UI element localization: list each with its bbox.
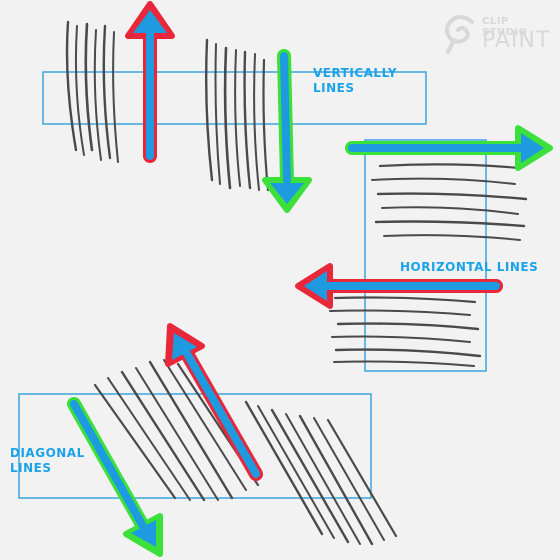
horizontal-right-arrow (345, 125, 553, 171)
vertical-up-arrow (125, 1, 175, 163)
diagonal-down-arrow (67, 397, 163, 557)
horizontal-left-arrow (295, 263, 503, 309)
vertical-strokes-left (65, 20, 119, 163)
logo-text-top: CLIP STUDIO (482, 16, 528, 38)
logo-text-bottom: PAINT (482, 28, 551, 53)
horizontal-strokes-top (371, 163, 528, 241)
vertical-strokes-right (204, 38, 270, 192)
vertical-lines-label: VERTICALLY LINES (313, 66, 397, 96)
diagonal-guide-box (18, 393, 372, 499)
diagonal-label-line1: DIAGONAL (10, 446, 85, 460)
vertical-down-arrow (262, 49, 312, 213)
clip-studio-logo: CLIP STUDIO PAINT (442, 14, 554, 56)
diagonal-label-line2: LINES (10, 461, 52, 475)
horizontal-guide-box (364, 139, 487, 372)
diagonal-up-arrow (165, 323, 263, 481)
vertical-label-line1: VERTICALLY (313, 66, 398, 80)
horizontal-lines-label: HORIZONTAL LINES (400, 260, 539, 274)
diagonal-strokes (93, 359, 398, 546)
diagonal-lines-label: DIAGONAL LINES (10, 446, 85, 476)
vertical-label-line2: LINES (313, 81, 355, 95)
horizontal-strokes-bottom (329, 296, 482, 367)
clip-studio-logo-icon (445, 15, 474, 54)
